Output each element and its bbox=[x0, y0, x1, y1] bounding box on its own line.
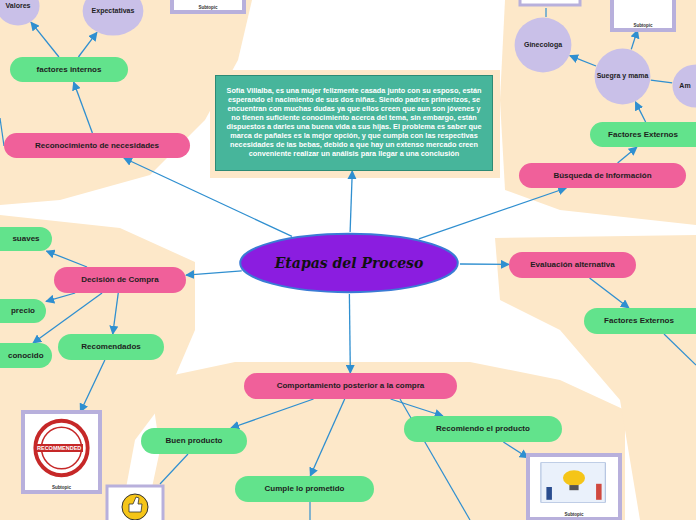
connector bbox=[651, 80, 672, 83]
node-text: Reconocimiento de necesidades bbox=[35, 141, 159, 151]
image-box bbox=[107, 486, 163, 520]
connector bbox=[349, 294, 351, 373]
node-text: Búsqueda de Información bbox=[553, 171, 651, 181]
connector bbox=[74, 82, 93, 133]
node-text: Factores Externos bbox=[604, 316, 674, 326]
thumb-icon bbox=[122, 494, 148, 520]
connector bbox=[460, 263, 509, 265]
shape-outline bbox=[82, 0, 144, 36]
leader-line bbox=[545, 8, 546, 17]
topic-box: Factores Externos bbox=[584, 308, 696, 334]
topic-box: conocido bbox=[0, 343, 52, 368]
node-text: factores internos bbox=[37, 65, 102, 75]
connector bbox=[31, 22, 59, 57]
leader-line bbox=[160, 454, 188, 484]
connector bbox=[631, 30, 637, 49]
connector bbox=[391, 399, 443, 416]
connector bbox=[570, 56, 596, 66]
node-text: Etapas del Proceso bbox=[275, 255, 424, 271]
node-text: Evaluación alternativa bbox=[530, 260, 614, 270]
connector bbox=[186, 271, 242, 275]
image-box: Subtopic bbox=[612, 0, 674, 30]
node-text: Expectativas bbox=[92, 7, 135, 16]
node-text: Am bbox=[679, 82, 690, 91]
topic-circle: Am bbox=[672, 64, 696, 108]
node-text: Subtopic bbox=[633, 23, 652, 28]
shape-outline bbox=[528, 455, 620, 519]
node-text: Recomiendo el producto bbox=[436, 424, 530, 434]
topic-box: precio bbox=[0, 299, 46, 323]
image-box: Subtopic bbox=[23, 412, 100, 492]
image-box: Subtopic bbox=[528, 455, 620, 519]
shape-outline bbox=[23, 412, 100, 492]
node-text: Suegra y mama bbox=[597, 72, 649, 81]
topic-box: Factores Externos bbox=[590, 122, 696, 147]
node-text: suaves bbox=[12, 234, 39, 244]
node-text: Sofía Villalba, es una mujer felizmente … bbox=[224, 87, 484, 158]
topic-circle: Ginecologa bbox=[514, 17, 572, 73]
node-text: Subtopic bbox=[564, 512, 583, 517]
node-text: Decisión de Compra bbox=[81, 275, 158, 285]
node-text: precio bbox=[11, 306, 35, 316]
connector bbox=[46, 251, 87, 267]
node-text: Subtopic bbox=[198, 5, 217, 10]
connector bbox=[590, 278, 629, 308]
connector bbox=[635, 102, 645, 122]
topic-box: Evaluación alternativa bbox=[509, 252, 636, 278]
topic-circle: Valores bbox=[0, 0, 40, 26]
central-topic: Etapas del Proceso bbox=[238, 232, 460, 294]
node-text: conocido bbox=[8, 351, 44, 361]
topic-box: suaves bbox=[0, 227, 52, 251]
connector bbox=[350, 171, 352, 232]
image-box bbox=[520, 0, 580, 5]
connector bbox=[503, 442, 528, 458]
topic-box: factores internos bbox=[10, 57, 128, 82]
topic-circle: Expectativas bbox=[82, 0, 144, 36]
topic-box: Cumple lo prometido bbox=[235, 476, 374, 502]
node-text: Subtopic bbox=[52, 485, 71, 490]
connector bbox=[113, 293, 119, 334]
node-text: Ginecologa bbox=[524, 41, 562, 50]
topic-box: Decisión de Compra bbox=[54, 267, 186, 293]
node-text: Recomendados bbox=[81, 342, 141, 352]
topic-box: Comportamiento posterior a la compra bbox=[244, 373, 457, 399]
node-text: Comportamiento posterior a la compra bbox=[277, 381, 425, 391]
connector bbox=[618, 147, 637, 163]
topic-box: Sofía Villalba, es una mujer felizmente … bbox=[215, 75, 493, 171]
connector bbox=[78, 32, 97, 57]
node-text: Cumple lo prometido bbox=[265, 484, 345, 494]
image-box: Subtopic bbox=[172, 0, 244, 12]
topic-box: Reconocimiento de necesidades bbox=[4, 133, 190, 158]
connector bbox=[46, 293, 75, 301]
topic-circle: Suegra y mama bbox=[594, 48, 651, 105]
connector bbox=[80, 360, 105, 412]
leader-line bbox=[664, 334, 696, 365]
topic-box: Buen producto bbox=[141, 428, 247, 454]
connector bbox=[231, 399, 314, 428]
thumb-icon bbox=[129, 497, 142, 512]
leader-line bbox=[309, 502, 310, 520]
stamp-label: RECOMMENDED bbox=[35, 444, 83, 452]
topic-box: Recomendados bbox=[58, 334, 164, 360]
node-text: Valores bbox=[6, 2, 31, 11]
topic-box: Búsqueda de Información bbox=[519, 163, 686, 188]
node-text: Factores Externos bbox=[608, 130, 678, 140]
connector bbox=[419, 188, 566, 239]
node-text: Buen producto bbox=[166, 436, 223, 446]
connector bbox=[310, 399, 344, 476]
topic-box: Recomiendo el producto bbox=[404, 416, 562, 442]
